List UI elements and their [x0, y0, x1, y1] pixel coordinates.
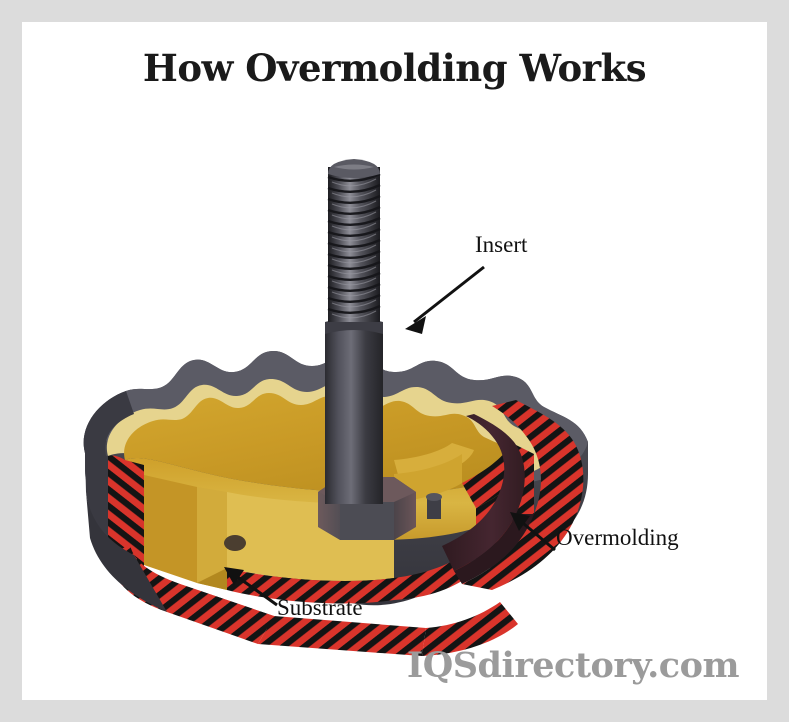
overmolding-cross-section-illustration	[83, 159, 589, 656]
callout-arrow-substrate	[224, 567, 278, 607]
callout-arrow-overmolding	[510, 512, 556, 552]
shell-left-edge	[83, 391, 167, 612]
callout-label-overmolding: Overmolding	[556, 525, 679, 550]
watermark: IQSdirectory.com	[406, 645, 740, 686]
overmold-inner-shadow-band	[442, 414, 534, 584]
callout-label-insert: Insert	[475, 232, 528, 257]
callout-arrow-insert	[405, 265, 485, 334]
bolt-shank	[325, 322, 383, 504]
callout-label-substrate: Substrate	[277, 595, 363, 620]
bolt-threads	[327, 159, 381, 322]
overmold-hatched-section-right	[462, 400, 584, 590]
page-title: How Overmolding Works	[142, 46, 647, 90]
threaded-bolt-insert	[318, 159, 416, 540]
diagram-canvas: How Overmolding Works	[22, 22, 767, 700]
substrate-peg	[426, 493, 442, 519]
substrate-hole	[224, 535, 246, 551]
